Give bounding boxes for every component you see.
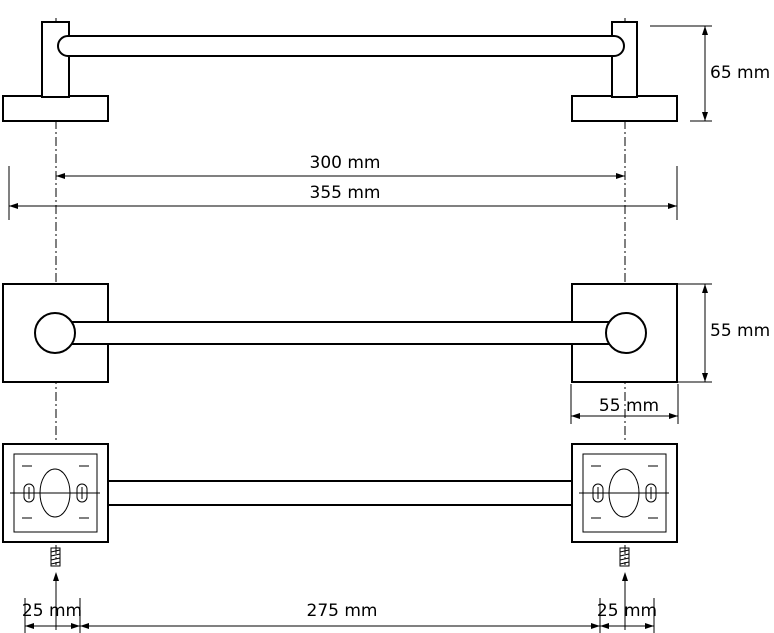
height-dimension: 65 mm (650, 25, 770, 122)
left-screw-icon (50, 547, 61, 567)
rail-bar-top (55, 321, 625, 345)
right-insert-arrow-icon (622, 572, 628, 581)
right-post-side (611, 21, 638, 98)
center-spacing-label: 300 mm (310, 153, 381, 173)
edge-offset-right-label: 25 mm (597, 601, 657, 621)
center-spacing-dimension: 300 mm (56, 153, 625, 179)
right-mounting-plate (571, 443, 678, 543)
left-post-circle (34, 312, 76, 354)
right-screw-icon (619, 547, 630, 567)
right-base-side (571, 95, 678, 122)
bottom-dimension-chain: 25 mm 275 mm 25 mm (22, 598, 657, 633)
bar-span-label: 275 mm (307, 601, 378, 621)
rail-bar-side (57, 35, 625, 57)
base-width-label: 55 mm (599, 396, 659, 416)
base-width-dimension: 55 mm (570, 384, 679, 424)
top-view (2, 283, 678, 383)
overall-length-label: 355 mm (310, 183, 381, 203)
back-view (2, 443, 678, 630)
base-height-dimension: 55 mm (678, 283, 770, 383)
base-height-label: 55 mm (710, 321, 770, 341)
height-dimension-label: 65 mm (710, 63, 770, 83)
left-mounting-plate (2, 443, 109, 543)
edge-offset-left-label: 25 mm (22, 601, 82, 621)
left-post-side (41, 21, 70, 98)
left-base-side (2, 95, 109, 122)
overall-length-dimension: 355 mm (8, 166, 678, 220)
rail-bar-back (107, 480, 573, 506)
left-insert-arrow-icon (53, 572, 59, 581)
side-view (2, 21, 678, 122)
right-post-circle (605, 312, 647, 354)
